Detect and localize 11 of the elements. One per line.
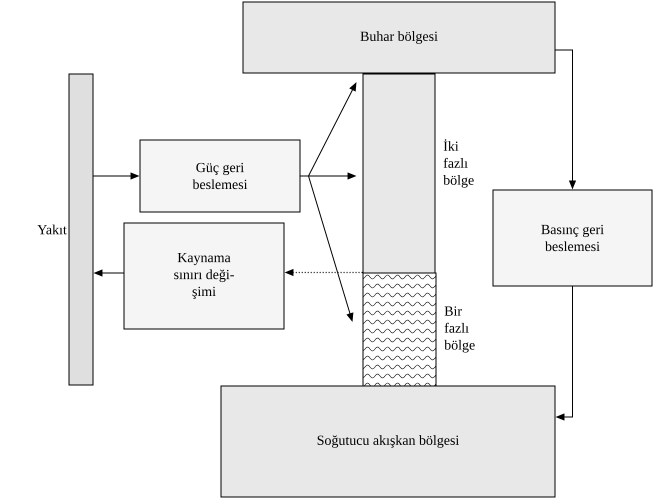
region-box: Güç geri beslemesi [140, 140, 300, 212]
column-region: Bir fazlı bölge [362, 272, 475, 386]
node-label: Yakıt [37, 224, 67, 234]
region-box: Soğutucu akışkan bölgesi [220, 386, 556, 498]
region-box: Buhar bölgesi [242, 2, 556, 74]
node-label: İki fazlı bölge [443, 139, 474, 188]
fuel-bar: Yakıt [37, 74, 94, 386]
region-box: Kaynama sınırı deği- şimi [124, 222, 284, 330]
column-region: İki fazlı bölge [362, 74, 474, 274]
region-box: Basınç geri beslemesi [492, 190, 652, 286]
node-label: Bir fazlı bölge [444, 306, 475, 353]
